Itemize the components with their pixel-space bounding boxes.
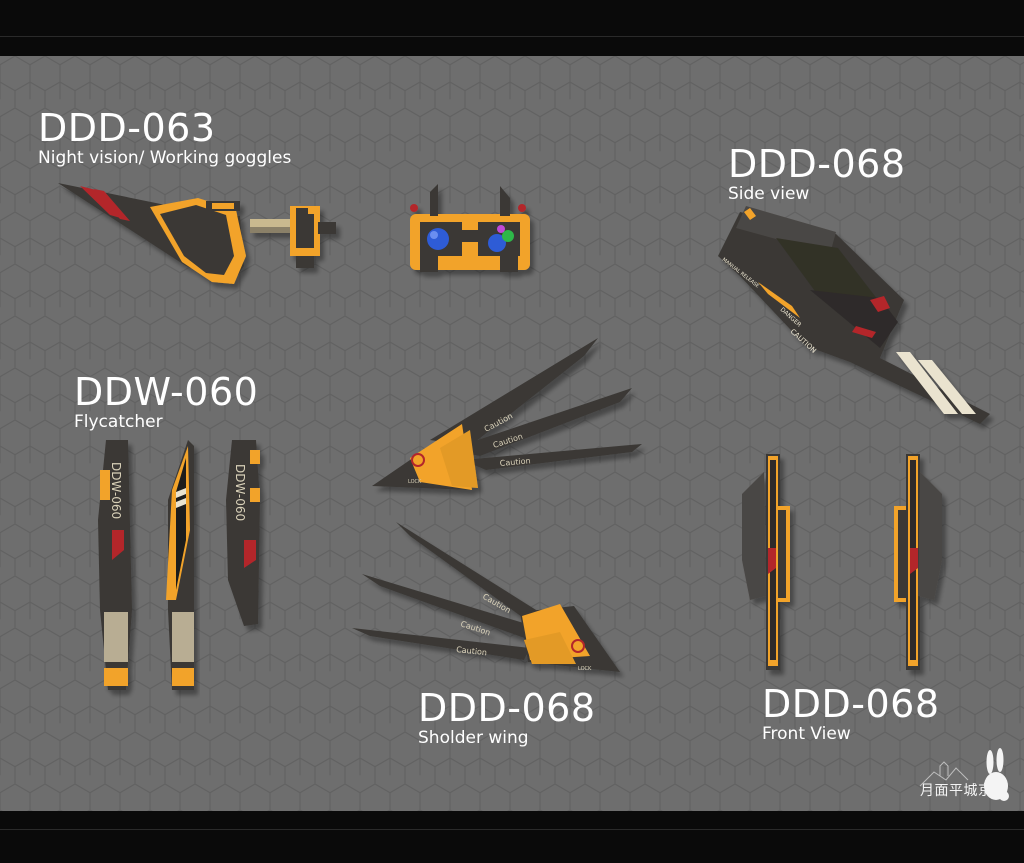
- goggles-label: DDD-063 Night vision/ Working goggles: [38, 108, 291, 168]
- goggles-front-part: [410, 184, 530, 272]
- front-view-label: DDD-068 Front View: [762, 684, 940, 744]
- side-view-subtitle: Side view: [728, 184, 810, 204]
- wing-caution-decal-6: Caution: [456, 645, 488, 657]
- shoulder-wing-code: DDD-068: [418, 686, 596, 730]
- goggles-code: DDD-063: [38, 106, 216, 150]
- flycatcher-piece-left: DDW-060: [98, 440, 132, 690]
- flycatcher-piece-middle: [166, 440, 194, 690]
- side-view-part: CAUTION DANGER MANUAL RELEASE: [718, 206, 990, 424]
- concept-sheet: CAUTION DANGER MANUAL RELEASE DDW-060: [0, 56, 1024, 811]
- goggles-side-part: [58, 183, 336, 284]
- flycatcher-piece-right: DDW-060: [226, 440, 260, 626]
- side-view-code: DDD-068: [728, 142, 906, 186]
- parts-drawing: CAUTION DANGER MANUAL RELEASE DDW-060: [0, 56, 1024, 811]
- front-view-code: DDD-068: [762, 682, 940, 726]
- flycatcher-subtitle: Flycatcher: [74, 412, 163, 432]
- front-view-right: [894, 454, 942, 670]
- watermark-text: 月面平城京: [920, 783, 993, 799]
- shoulder-wing-subtitle: Sholder wing: [418, 728, 529, 748]
- lock-decal-upper: LOCK: [408, 479, 422, 485]
- flycatcher-code: DDW-060: [74, 370, 259, 414]
- side-view-label: DDD-068 Side view: [728, 144, 906, 204]
- artist-watermark: 月面平城京: [916, 746, 1016, 806]
- front-view-left: [742, 454, 790, 670]
- shoulder-wing-upper: Caution Caution Caution LOCK: [372, 338, 642, 490]
- front-view-subtitle: Front View: [762, 724, 851, 744]
- flycatcher-print-right: DDW-060: [233, 464, 247, 521]
- shoulder-wing-label: DDD-068 Sholder wing: [418, 688, 596, 748]
- flycatcher-label: DDW-060 Flycatcher: [74, 372, 258, 432]
- rabbit-logo-icon: [919, 748, 1009, 801]
- lock-decal-lower: LOCK: [578, 666, 592, 672]
- flycatcher-print-left: DDW-060: [109, 462, 123, 519]
- shoulder-wing-lower: Caution Caution Caution LOCK: [352, 522, 620, 672]
- top-letterbox: [0, 0, 1024, 56]
- goggles-subtitle: Night vision/ Working goggles: [38, 148, 292, 168]
- bottom-letterbox: [0, 811, 1024, 863]
- wing-caution-decal-3: Caution: [499, 456, 531, 468]
